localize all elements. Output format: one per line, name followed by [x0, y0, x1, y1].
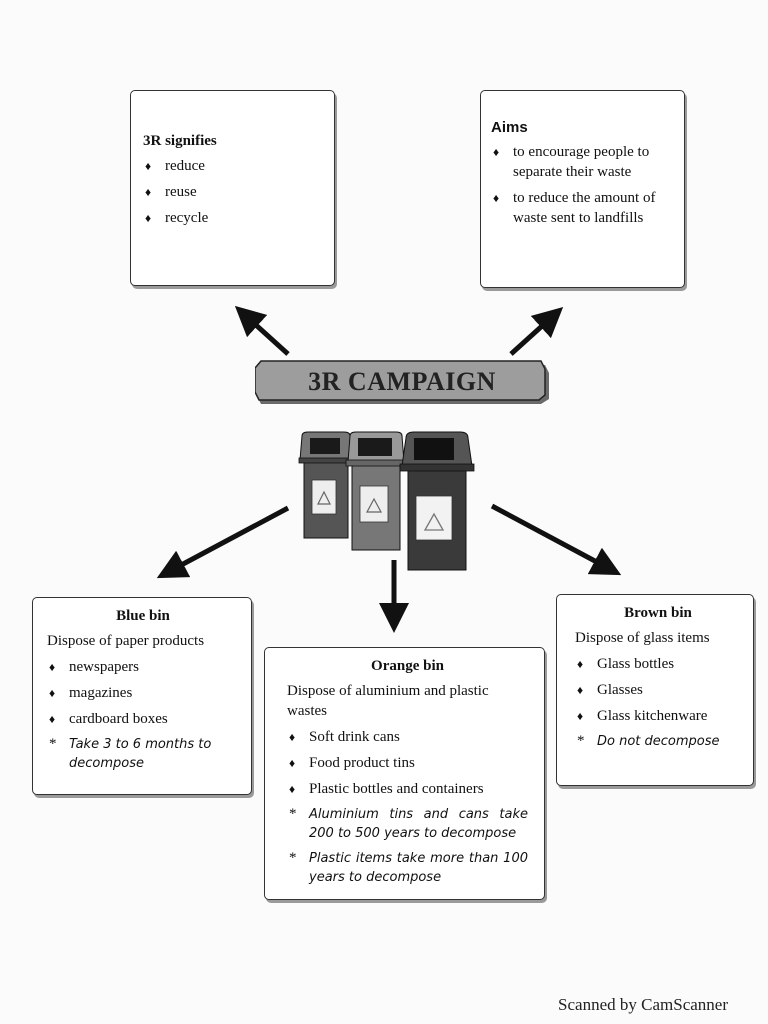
bullet-icon: ♦	[577, 709, 584, 723]
bullet-icon: ♦	[49, 660, 56, 674]
brown-bin-list: ♦ Glass bottles ♦ Glasses ♦ Glass kitchenwa…	[575, 654, 741, 726]
list-item: ♦ newspapers	[47, 657, 239, 677]
list-item: ♦ Soft drink cans	[287, 727, 528, 747]
arrow-to-blue-bin	[156, 505, 290, 579]
blue-bin-intro: Dispose of paper products	[47, 633, 205, 649]
bullet-icon: ♦	[289, 730, 296, 744]
bin-middle	[345, 431, 407, 551]
blue-bin-list: ♦ newspapers ♦ magazines ♦ cardboard boxes	[47, 657, 239, 729]
item-text: Glass bottles	[597, 656, 675, 672]
bullet-icon: ♦	[577, 683, 584, 697]
item-text: reuse	[165, 184, 197, 200]
arrow-to-aims	[509, 306, 564, 356]
recycle-icon	[423, 512, 445, 531]
box-3r-list: ♦ reduce ♦ reuse ♦ recycle	[143, 156, 322, 228]
box-brown-bin: Brown bin Dispose of glass items ♦ Glass …	[556, 594, 754, 786]
item-text: newspapers	[69, 659, 139, 675]
asterisk-icon: *	[49, 736, 57, 752]
box-3r-signifies: 3R signifies ♦ reduce ♦ reuse ♦ recycle	[130, 90, 335, 286]
recycle-icon	[317, 490, 331, 505]
note: * Take 3 to 6 months to decompose	[47, 735, 239, 773]
list-item: ♦ Glass kitchenware	[575, 706, 741, 726]
bullet-icon: ♦	[49, 712, 56, 726]
bullet-icon: ♦	[145, 185, 152, 199]
arrow-to-3r-signifies	[234, 305, 290, 356]
list-item: ♦ reduce	[143, 156, 322, 176]
note-text: Plastic items take more than 100 years t…	[309, 851, 528, 885]
item-text: to encourage people to separate their wa…	[513, 144, 650, 180]
bullet-icon: ♦	[289, 756, 296, 770]
item-text: cardboard boxes	[69, 711, 168, 727]
list-item: ♦ recycle	[143, 208, 322, 228]
scanner-watermark: Scanned by CamScanner	[558, 995, 728, 1014]
bin-left	[298, 431, 354, 539]
item-text: reduce	[165, 158, 205, 174]
asterisk-icon: *	[289, 850, 297, 866]
list-item: ♦ Plastic bottles and containers	[287, 779, 528, 799]
brown-bin-intro: Dispose of glass items	[575, 630, 710, 646]
item-text: Soft drink cans	[309, 729, 400, 745]
list-item: ♦ reuse	[143, 182, 322, 202]
list-item: ♦ to encourage people to separate their w…	[491, 142, 674, 182]
note-text: Take 3 to 6 months to decompose	[69, 737, 212, 771]
bullet-icon: ♦	[145, 211, 152, 225]
item-text: to reduce the amount of waste sent to la…	[513, 190, 656, 226]
note: * Do not decompose	[575, 732, 741, 751]
list-item: ♦ Food product tins	[287, 753, 528, 773]
arrow-to-brown-bin	[490, 503, 622, 576]
box-aims-title: Aims	[491, 119, 528, 136]
bullet-icon: ♦	[49, 686, 56, 700]
campaign-title: 3R CAMPAIGN	[308, 367, 496, 396]
note: * Plastic items take more than 100 years …	[287, 849, 528, 887]
bullet-icon: ♦	[493, 191, 500, 205]
box-blue-bin: Blue bin Dispose of paper products ♦ news…	[32, 597, 252, 795]
note-text: Aluminium tins and cans take 200 to 500 …	[309, 807, 528, 841]
item-text: Glasses	[597, 682, 643, 698]
bullet-icon: ♦	[577, 657, 584, 671]
list-item: ♦ cardboard boxes	[47, 709, 239, 729]
orange-bin-list: ♦ Soft drink cans ♦ Food product tins ♦ Pla…	[287, 727, 528, 799]
asterisk-icon: *	[577, 733, 585, 749]
blue-bin-title: Blue bin	[116, 608, 170, 624]
item-text: Food product tins	[309, 755, 415, 771]
item-text: magazines	[69, 685, 133, 701]
bin-right	[399, 431, 475, 571]
box-aims-list: ♦ to encourage people to separate their w…	[491, 142, 674, 228]
box-3r-title: 3R signifies	[143, 133, 217, 149]
recycle-icon	[365, 497, 383, 513]
box-orange-bin: Orange bin Dispose of aluminium and plas…	[264, 647, 545, 900]
orange-bin-title: Orange bin	[371, 658, 444, 674]
list-item: ♦ Glass bottles	[575, 654, 741, 674]
list-item: ♦ magazines	[47, 683, 239, 703]
note: * Aluminium tins and cans take 200 to 500…	[287, 805, 528, 843]
brown-bin-title: Brown bin	[624, 605, 692, 621]
banner-shape	[255, 360, 549, 404]
item-text: Plastic bottles and containers	[309, 781, 484, 797]
item-text: Glass kitchenware	[597, 708, 708, 724]
bullet-icon: ♦	[493, 145, 500, 159]
asterisk-icon: *	[289, 806, 297, 822]
box-aims: Aims ♦ to encourage people to separate th…	[480, 90, 685, 288]
note-text: Do not decompose	[597, 734, 720, 749]
orange-bin-intro: Dispose of aluminium and plastic wastes	[287, 683, 489, 719]
campaign-banner: 3R CAMPAIGN	[255, 360, 549, 404]
bullet-icon: ♦	[145, 159, 152, 173]
bullet-icon: ♦	[289, 782, 296, 796]
item-text: recycle	[165, 210, 209, 226]
list-item: ♦ Glasses	[575, 680, 741, 700]
recycling-bins-icon	[298, 431, 475, 571]
list-item: ♦ to reduce the amount of waste sent to l…	[491, 188, 674, 228]
